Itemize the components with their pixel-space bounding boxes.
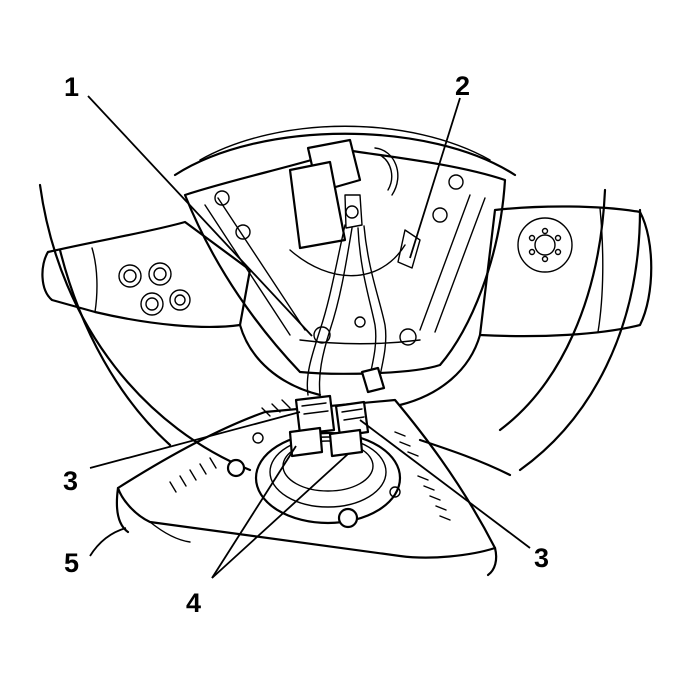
left-spoke — [41, 220, 252, 328]
right-spoke — [478, 205, 653, 338]
callout-5: 5 — [64, 548, 79, 578]
airbag-connectors — [288, 394, 370, 458]
callouts: 1 2 3 3 4 5 — [63, 71, 549, 618]
callout-1: 1 — [64, 72, 79, 102]
callout-2: 2 — [455, 71, 470, 101]
callout-4: 4 — [186, 588, 201, 618]
wiring-harness — [306, 224, 387, 396]
callout-3-right: 3 — [534, 543, 549, 573]
callout-3-left: 3 — [63, 466, 78, 496]
clockspring-connector — [288, 138, 421, 277]
leader-lines — [87, 95, 531, 579]
